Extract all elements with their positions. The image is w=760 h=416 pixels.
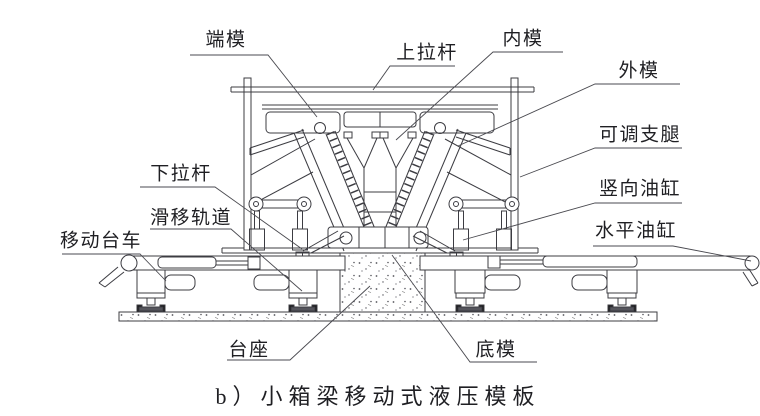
trolley-right bbox=[419, 255, 760, 313]
wheel-rail-1 bbox=[136, 292, 166, 313]
label-end-form: 端模 bbox=[205, 29, 247, 51]
label-vertical-cylinder: 竖向油缸 bbox=[598, 178, 682, 200]
trolley-left bbox=[98, 254, 346, 313]
leader-inner-form bbox=[395, 51, 563, 141]
inner-form bbox=[343, 131, 417, 230]
support-leg-left bbox=[243, 77, 252, 251]
leader-trolley bbox=[62, 253, 167, 282]
vertical-cylinder-3 bbox=[453, 210, 469, 251]
ground-slab bbox=[118, 311, 658, 322]
leader-end-form bbox=[190, 54, 318, 118]
label-inner-form: 内模 bbox=[502, 28, 544, 50]
label-horizontal-cylinder: 水平油缸 bbox=[594, 220, 678, 242]
leader-horizontal-cylinder bbox=[593, 245, 752, 262]
vertical-cylinder-1 bbox=[249, 210, 265, 251]
lower-tie-rod-left bbox=[248, 196, 312, 212]
label-lower-tie-rod: 下拉杆 bbox=[150, 163, 212, 185]
horizontal-cylinder-left bbox=[157, 256, 261, 270]
leader-upper-tie-rod bbox=[372, 65, 455, 91]
diagonal-braces bbox=[250, 138, 512, 206]
label-outer-form: 外模 bbox=[618, 60, 660, 82]
leader-lower-tie-rod bbox=[140, 186, 303, 250]
bottom-flange-form bbox=[295, 226, 464, 262]
horizontal-cylinder-right bbox=[487, 255, 638, 269]
label-bottom-form: 底模 bbox=[475, 339, 517, 361]
leader-pedestal bbox=[227, 285, 371, 361]
label-pedestal: 台座 bbox=[228, 339, 270, 361]
top-flange-form bbox=[262, 104, 498, 134]
label-adjustable-leg: 可调支腿 bbox=[598, 124, 682, 146]
label-slide-track: 滑移轨道 bbox=[149, 207, 233, 229]
vertical-cylinder-4 bbox=[496, 210, 512, 251]
support-leg-right bbox=[510, 77, 519, 251]
wheel-rail-2 bbox=[288, 292, 318, 313]
wheel-rail-3 bbox=[455, 292, 485, 313]
upper-tie-rod bbox=[230, 86, 535, 93]
label-trolley: 移动台车 bbox=[59, 230, 143, 252]
leader-adjustable-leg bbox=[519, 147, 682, 178]
leader-vertical-cylinder bbox=[462, 202, 682, 241]
pedestal bbox=[339, 252, 426, 313]
outer-form-wing-left bbox=[249, 129, 305, 156]
wheel-rail-4 bbox=[607, 292, 637, 313]
lower-tie-rod-right bbox=[448, 196, 520, 212]
outer-form-wing-right bbox=[455, 129, 511, 156]
leader-outer-form bbox=[457, 83, 680, 147]
figure-caption: b）小箱梁移动式液压模板 bbox=[215, 384, 541, 409]
leader-bottom-form bbox=[391, 254, 537, 363]
bottom-form-plate bbox=[221, 247, 539, 254]
vertical-cylinder-2 bbox=[292, 210, 308, 251]
leader-slide-track bbox=[150, 228, 303, 292]
label-upper-tie-rod: 上拉杆 bbox=[396, 42, 458, 64]
